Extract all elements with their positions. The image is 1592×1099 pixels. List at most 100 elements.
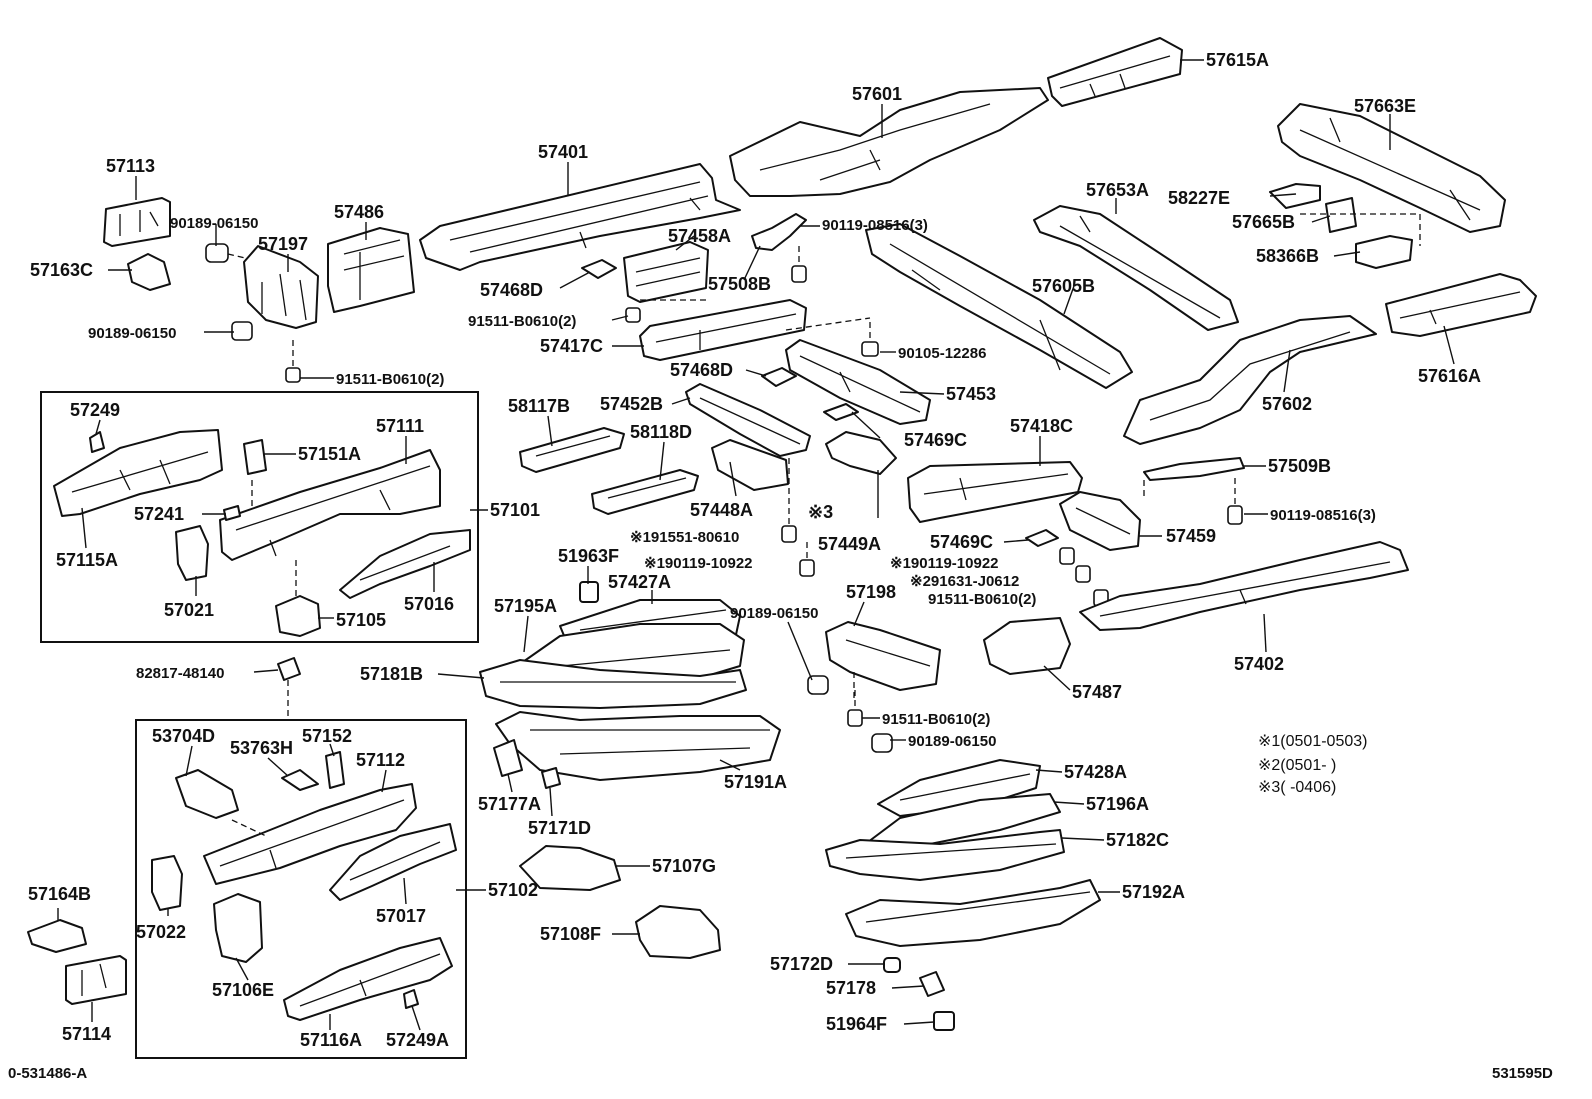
part-57151A [243,439,267,475]
fastener-91511-b0610-b [285,340,301,383]
part-57615A [1047,37,1183,107]
label-57449A: 57449A [818,534,881,554]
label-57653A: 57653A [1086,180,1149,200]
label-57152: 57152 [302,726,352,746]
label-91511-b0610-d: 91511-B0610(2) [882,711,990,728]
part-57106E [213,893,263,963]
label-57616A: 57616A [1418,366,1481,386]
label-57102: 57102 [488,880,538,900]
label-57163C: 57163C [30,260,93,280]
part-57486 [327,227,415,313]
part-57663E [1277,103,1506,233]
part-58366B [1355,235,1413,269]
label-57195A: 57195A [494,596,557,616]
part-57172D [883,957,901,973]
label-57508B: 57508B [708,274,771,294]
label-57486: 57486 [334,202,384,222]
part-57152 [325,751,345,789]
label-57428A: 57428A [1064,762,1127,782]
label-x3-mark: ※3 [808,502,833,522]
label-57178: 57178 [826,978,876,998]
label-190119-10922-b: ※190119-10922 [890,555,999,572]
part-57115A [53,429,223,517]
part-57113 [103,197,171,247]
callout-labels: 57615A 57601 57663E 57113 57401 90189-06… [28,50,1481,1050]
fastener-190119-10922-a [799,542,815,577]
part-51963F [579,581,599,603]
part-57107G [519,845,621,891]
part-57249 [89,431,105,453]
fastener-90189-06150-c [807,675,829,695]
part-57021 [175,525,209,581]
label-57111: 57111 [376,416,424,436]
label-57448A: 57448A [690,500,753,520]
label-58117B: 58117B [508,396,570,416]
label-57602: 57602 [1262,394,1312,414]
part-58118D [591,469,699,515]
part-57116A [283,937,453,1021]
label-57198: 57198 [846,582,896,602]
label-58118D: 58118D [630,422,692,442]
part-57105 [275,595,321,637]
label-57452B: 57452B [600,394,663,414]
applicability-notes: ※1(0501-0503) ※2(0501- ) ※3( -0406) [1258,733,1367,796]
part-57401 [419,163,741,271]
part-57192A [845,879,1101,947]
assembly-frame-57102 [135,719,467,1059]
label-57108F: 57108F [540,924,601,944]
fastener-90189-06150-d [871,733,893,753]
label-90189-06150-d: 90189-06150 [908,733,996,750]
label-57459: 57459 [1166,526,1216,546]
label-57181B: 57181B [360,664,423,684]
label-190119-10922-a: ※190119-10922 [644,555,753,572]
label-57453: 57453 [946,384,996,404]
label-191551-80610: ※191551-80610 [630,529,739,546]
label-57114: 57114 [62,1024,111,1044]
part-58227E [1269,183,1321,209]
label-57469C-a: 57469C [904,430,967,450]
footer-left-code: 0-531486-A [8,1065,87,1082]
part-57453 [785,339,931,425]
label-57191A: 57191A [724,772,787,792]
part-57191A [495,711,781,781]
label-57402: 57402 [1234,654,1284,674]
part-57418C [907,461,1083,523]
fastener-90119-08516-a [791,246,807,283]
label-57021: 57021 [164,600,214,620]
part-57164B [27,919,87,953]
label-57663E: 57663E [1354,96,1416,116]
label-57196A: 57196A [1086,794,1149,814]
part-57459 [1059,491,1141,551]
part-57108F [635,905,721,959]
part-57468D-a [581,259,617,279]
part-57469C-b [1025,529,1059,547]
part-57022 [151,855,183,911]
fastener-90119-08516-b [1227,478,1243,525]
label-57468D-b: 57468D [670,360,733,380]
label-57016: 57016 [404,594,454,614]
label-57241: 57241 [134,504,184,524]
part-57653A [1033,205,1239,331]
label-82817-48140: 82817-48140 [136,665,224,682]
fastener-90189-06150-a [205,243,263,263]
part-57112 [203,783,417,885]
part-57449A [825,431,897,475]
label-57113: 57113 [106,156,155,176]
part-57487 [983,617,1071,675]
label-57151A: 57151A [298,444,361,464]
part-57017 [329,823,457,901]
label-57249A: 57249A [386,1030,449,1050]
part-57417C [639,299,807,361]
label-57605B: 57605B [1032,276,1095,296]
part-57016 [339,529,471,599]
fastener-191551-80610 [781,458,797,543]
part-57114 [65,955,127,1005]
label-57401: 57401 [538,142,588,162]
label-57487: 57487 [1072,682,1122,702]
part-57197 [243,245,319,329]
label-57665B: 57665B [1232,212,1295,232]
label-57182C: 57182C [1106,830,1169,850]
label-57164B: 57164B [28,884,91,904]
part-57469C-a [823,403,859,421]
label-90119-08516-a: 90119-08516(3) [822,217,928,234]
